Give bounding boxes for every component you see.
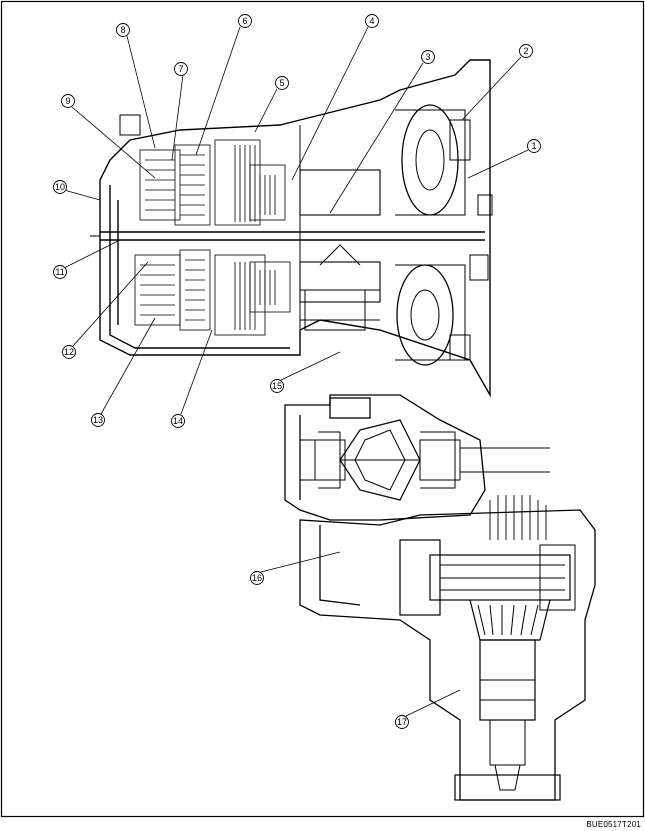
callout-3: 3 (421, 50, 435, 64)
callout-circle (238, 14, 252, 28)
countershaft (299, 169, 381, 331)
callout-2: 2 (519, 44, 533, 58)
transfer-case-cooling-fins (489, 495, 547, 540)
callout-circle (53, 265, 67, 279)
callout-number: 1 (531, 141, 536, 151)
callout-circle (61, 94, 75, 108)
callout-number: 13 (93, 415, 103, 425)
callout-circle (365, 14, 379, 28)
callout-9: 9 (61, 94, 75, 108)
callout-number: 12 (64, 347, 74, 357)
clutch-packs (134, 139, 291, 336)
callout-5: 5 (275, 76, 289, 90)
transfer-case-housing (299, 509, 596, 801)
differential-housing (284, 394, 486, 521)
callout-circle (421, 50, 435, 64)
callout-11: 11 (53, 265, 67, 279)
callout-circle (519, 44, 533, 58)
callout-4: 4 (365, 14, 379, 28)
callout-number: 6 (242, 16, 247, 26)
callout-circle (250, 571, 264, 585)
callout-circle (62, 345, 76, 359)
callout-circle (116, 23, 130, 37)
callout-circle (527, 139, 541, 153)
callout-number: 5 (279, 78, 284, 88)
callout-number: 11 (55, 267, 64, 277)
callout-number: 3 (425, 52, 430, 62)
callout-number: 8 (120, 25, 125, 35)
main-shaft (90, 231, 485, 241)
callout-number: 14 (173, 416, 183, 426)
callout-circle (174, 62, 188, 76)
figure-code: BUE0517T201 (586, 820, 641, 829)
callout-number: 9 (65, 96, 70, 106)
callout-12: 12 (62, 345, 76, 359)
callout-circle (395, 715, 409, 729)
callout-circle (53, 180, 67, 194)
transfer-case-gears (399, 539, 576, 641)
callout-circle (91, 413, 105, 427)
callout-13: 13 (91, 413, 105, 427)
callout-number: 16 (252, 573, 262, 583)
callout-17: 17 (395, 715, 409, 729)
callout-circle (275, 76, 289, 90)
leader-lines (63, 26, 529, 717)
callout-10: 10 (53, 180, 67, 194)
callout-15: 15 (270, 379, 284, 393)
callout-number: 7 (178, 64, 183, 74)
callout-number: 4 (369, 16, 374, 26)
oil-pump-housing (395, 104, 471, 366)
callout-number: 15 (272, 381, 282, 391)
callout-7: 7 (174, 62, 188, 76)
right-side-fasteners (119, 114, 493, 281)
callout-1: 1 (527, 139, 541, 153)
callout-14: 14 (171, 414, 185, 428)
callout-circle (171, 414, 185, 428)
callout-number: 2 (523, 46, 528, 56)
callout-16: 16 (250, 571, 264, 585)
differential-gears (300, 419, 550, 501)
callout-circle (270, 379, 284, 393)
callout-number: 10 (55, 182, 65, 192)
callout-8: 8 (116, 23, 130, 37)
callout-number: 17 (397, 717, 407, 727)
output-shaft (454, 639, 561, 801)
callout-6: 6 (238, 14, 252, 28)
